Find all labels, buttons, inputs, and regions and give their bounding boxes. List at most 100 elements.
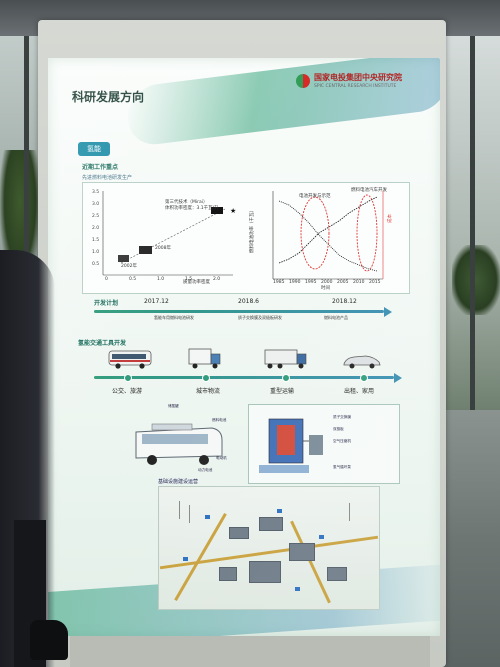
dev-plan-label: 开发计划 <box>94 300 119 307</box>
map-tag <box>277 509 282 513</box>
fuel-cell-heading: 先进燃料电池研发生产 <box>82 175 133 181</box>
right-chart-xlabel: 时间 <box>321 286 330 291</box>
map-building <box>249 561 281 583</box>
map-tag <box>205 515 210 519</box>
right-chart-xtick: 2000 <box>321 280 333 285</box>
infrastructure-map <box>158 486 380 610</box>
delivery-truck-icon <box>188 348 221 369</box>
fuel-cell-chart-panel: ★ 第三代技术（Mirai） 体积功率密度：3.1千瓦/升 2008年 2002… <box>82 182 410 294</box>
map-tag <box>319 535 324 539</box>
milestone-date: 2018.6 <box>238 298 259 305</box>
right-chart-ylabel: 燃料电池功率（千瓦） <box>250 208 255 253</box>
left-chart-year-2008: 2008年 <box>155 246 171 251</box>
left-chart-xtick: 1.0 <box>157 277 165 282</box>
heavy-truck-icon <box>264 349 307 369</box>
fuel-cell-2002-icon <box>118 255 129 262</box>
logo-name-cn: 国家电投集团中央研究院 <box>314 73 402 82</box>
right-chart-xtick: 2005 <box>337 280 349 285</box>
dev-plan-timeline <box>94 310 384 313</box>
timeline-dot <box>360 374 368 382</box>
transport-heading: 氢能交通工具开发 <box>78 340 127 347</box>
milestone-note: 燃料电池产品 <box>324 315 348 320</box>
left-chart-note-2: 体积功率密度：3.1千瓦/升 <box>165 206 219 211</box>
tree-right <box>452 245 500 315</box>
car-icon <box>343 355 381 369</box>
left-chart-ytick: 3.5 <box>92 190 100 195</box>
map-building <box>219 567 237 581</box>
lightbox-poster: 科研发展方向 国家电投集团中央研究院 SPIC CENTRAL RESEARCH… <box>48 58 440 636</box>
fuel-cell-2008-icon <box>139 246 152 254</box>
section-badge: 氢能 <box>78 142 110 156</box>
map-tag <box>295 587 300 591</box>
bus-callout: 燃料电池 <box>212 418 227 422</box>
left-chart-xtick: 0 <box>105 277 108 282</box>
map-building <box>327 567 347 581</box>
bus-callout: 动力电池 <box>198 468 213 472</box>
bus-icon <box>108 350 152 369</box>
left-chart-xtick: 1.5 <box>185 277 193 282</box>
milestone-date: 2018.12 <box>332 298 357 305</box>
map-tag <box>183 557 188 561</box>
transport-timeline <box>94 376 394 379</box>
logo-name-en: SPIC CENTRAL RESEARCH INSTITUTE <box>314 84 397 89</box>
left-chart-ytick: 1.5 <box>92 238 100 243</box>
map-building <box>259 517 283 531</box>
map-building <box>229 527 249 539</box>
map-building <box>289 543 315 561</box>
timeline-arrow-icon <box>384 307 392 317</box>
highlight-ellipse-right <box>356 194 378 272</box>
right-chart-xtick: 1995 <box>305 280 317 285</box>
milestone-date: 2017.12 <box>144 298 169 305</box>
left-chart-xtick: 2.0 <box>213 277 221 282</box>
wind-turbine-icon <box>349 503 350 521</box>
left-chart-ytick: 0.5 <box>92 262 100 267</box>
right-chart-annotation-right: 燃料电池汽车开发 <box>351 188 387 193</box>
stack-callout: 双极板 <box>333 427 344 431</box>
poster-title: 科研发展方向 <box>72 90 145 104</box>
bus-callout: 电动机 <box>216 456 227 460</box>
right-chart-xtick: 2010 <box>353 280 365 285</box>
left-chart-note-1: 第三代技术（Mirai） <box>165 200 208 205</box>
window-mullion <box>470 36 475 416</box>
highlight-ellipse-left <box>300 196 330 270</box>
left-chart-xlabel: 质量功率密度 <box>183 280 210 285</box>
power-series <box>278 196 378 264</box>
near-term-heading: 近期工作重点 <box>82 164 119 171</box>
transport-label: 公交、旅游 <box>112 388 143 395</box>
transport-label: 出租、家用 <box>344 388 375 395</box>
star-marker: ★ <box>230 207 236 215</box>
right-chart-xtick: 2015 <box>369 280 381 285</box>
fuel-cell-bus-diagram <box>135 423 223 465</box>
fuel-cell-charts: ★ <box>102 191 384 280</box>
wind-turbine-icon <box>189 505 190 523</box>
right-chart-annotation-left: 电池开发与示范 <box>299 194 331 199</box>
left-chart-ytick: 2.0 <box>92 226 100 231</box>
timeline-dot <box>202 374 210 382</box>
wind-turbine-icon <box>179 501 180 519</box>
right-chart-ylabel-right: 成本 <box>388 214 393 223</box>
left-chart-xtick: 0.5 <box>129 277 137 282</box>
infra-heading: 基础设施建设运营 <box>158 479 199 485</box>
left-chart-year-2002: 2002年 <box>121 264 137 269</box>
stand-base <box>70 632 430 667</box>
right-chart-xtick: 1985 <box>273 280 285 285</box>
transport-label: 重型运输 <box>270 388 295 395</box>
milestone-note: 氢能车用燃料电池研发 <box>154 315 194 320</box>
transport-arrow-icon <box>394 373 402 383</box>
visitor-shoe <box>30 620 68 660</box>
left-chart-ytick: 1.0 <box>92 250 100 255</box>
cost-series <box>278 200 378 272</box>
stack-schematic <box>259 418 323 473</box>
spic-logo: 国家电投集团中央研究院 SPIC CENTRAL RESEARCH INSTIT… <box>296 72 436 98</box>
fuel-cell-stack-diagram: 质子交换膜 双极板 空气压缩机 氢气循环泵 <box>248 404 400 484</box>
left-chart-ytick: 2.5 <box>92 214 100 219</box>
stack-callout: 氢气循环泵 <box>333 465 351 469</box>
fuel-cell-mirai-icon <box>211 207 223 214</box>
stack-callout: 空气压缩机 <box>333 439 351 443</box>
timeline-dot <box>124 374 132 382</box>
window-mullion <box>24 36 29 416</box>
bus-callout: 储氢罐 <box>168 404 179 408</box>
spic-logo-icon <box>296 74 310 88</box>
timeline-dot <box>282 374 290 382</box>
